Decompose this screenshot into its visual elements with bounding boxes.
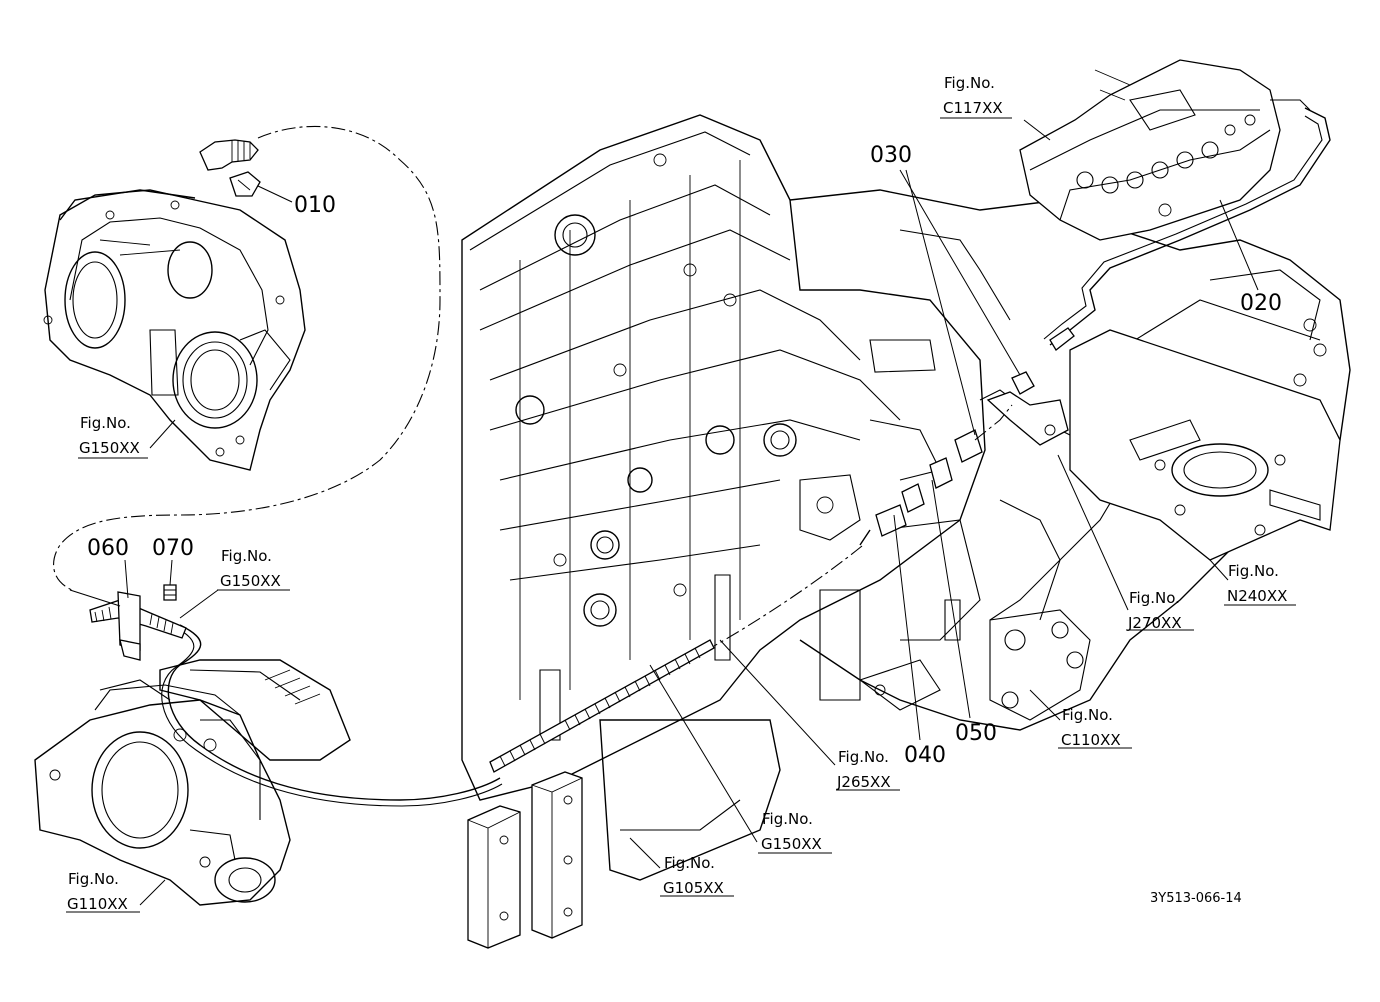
svg-text:J270XX: J270XX [1127, 614, 1182, 632]
fig-ref-g150-top: Fig.No. G150XX [220, 547, 281, 590]
hose-lower-run [167, 624, 501, 801]
threaded-rod-drawing [489, 639, 715, 773]
svg-text:Fig.No.: Fig.No. [1062, 706, 1113, 724]
elbow-fitting-drawing [199, 139, 261, 197]
part-number-050: 050 [955, 721, 997, 746]
fig-ref-j270: Fig.No. J270XX [1127, 589, 1182, 632]
hydraulic-pipe-020 [1049, 107, 1331, 346]
part-number-labels: 010 020 030 040 050 060 070 [87, 143, 1282, 768]
fig-ref-c117: Fig.No. C117XX [943, 74, 1003, 117]
svg-text:G150XX: G150XX [79, 439, 140, 457]
svg-text:Fig.No.: Fig.No. [944, 74, 995, 92]
fig-ref-g150-mid: Fig.No. G150XX [761, 810, 822, 853]
svg-text:J265XX: J265XX [836, 773, 891, 791]
hose-fittings-drawing [859, 371, 1069, 546]
fig-ref-n240: Fig.No. N240XX [1227, 562, 1287, 605]
transmission-case-drawing [789, 189, 1351, 731]
gear-housing-drawing [43, 189, 306, 471]
part-number-010: 010 [294, 193, 336, 218]
svg-text:C110XX: C110XX [1061, 731, 1121, 749]
hose-mid-run [713, 545, 863, 647]
hose-upper-loop [53, 125, 441, 591]
svg-text:Fig.No.: Fig.No. [762, 810, 813, 828]
front-frame-drawing [467, 574, 861, 949]
fig-ref-c110: Fig.No. C110XX [1061, 706, 1121, 749]
engine-block-drawing [461, 114, 986, 801]
svg-text:Fig.No.: Fig.No. [1228, 562, 1279, 580]
part-number-040: 040 [904, 743, 946, 768]
svg-text:Fig.No.: Fig.No. [68, 870, 119, 888]
svg-text:Fig.No.: Fig.No. [80, 414, 131, 432]
fig-ref-g150-left: Fig.No. G150XX [79, 414, 140, 457]
fig-ref-g105: Fig.No. G105XX [663, 854, 724, 897]
svg-text:G150XX: G150XX [761, 835, 822, 853]
fig-ref-g110: Fig.No. G110XX [67, 870, 128, 913]
svg-text:Fig.No.: Fig.No. [838, 748, 889, 766]
leader-lines [66, 117, 1296, 913]
svg-text:Fig.No.: Fig.No. [664, 854, 715, 872]
part-number-030: 030 [870, 143, 912, 168]
svg-text:G110XX: G110XX [67, 895, 128, 913]
svg-text:G105XX: G105XX [663, 879, 724, 897]
svg-text:C117XX: C117XX [943, 99, 1003, 117]
svg-text:Fig.No.: Fig.No. [221, 547, 272, 565]
part-number-070: 070 [152, 536, 194, 561]
control-valve-drawing [1019, 59, 1311, 241]
fig-ref-j265: Fig.No. J265XX [836, 748, 891, 791]
svg-text:N240XX: N240XX [1227, 587, 1287, 605]
part-number-060: 060 [87, 536, 129, 561]
drawing-id: 3Y513-066-14 [1150, 891, 1242, 906]
front-axle-housing-drawing [34, 684, 291, 906]
svg-text:G150XX: G150XX [220, 572, 281, 590]
svg-text:Fig.No.: Fig.No. [1129, 589, 1180, 607]
part-number-020: 020 [1240, 291, 1282, 316]
support-bracket-drawing [99, 659, 351, 761]
figure-reference-labels: Fig.No. C117XX Fig.No. G150XX Fig.No. G1… [67, 74, 1287, 913]
hose-clamp-drawing [69, 584, 187, 661]
